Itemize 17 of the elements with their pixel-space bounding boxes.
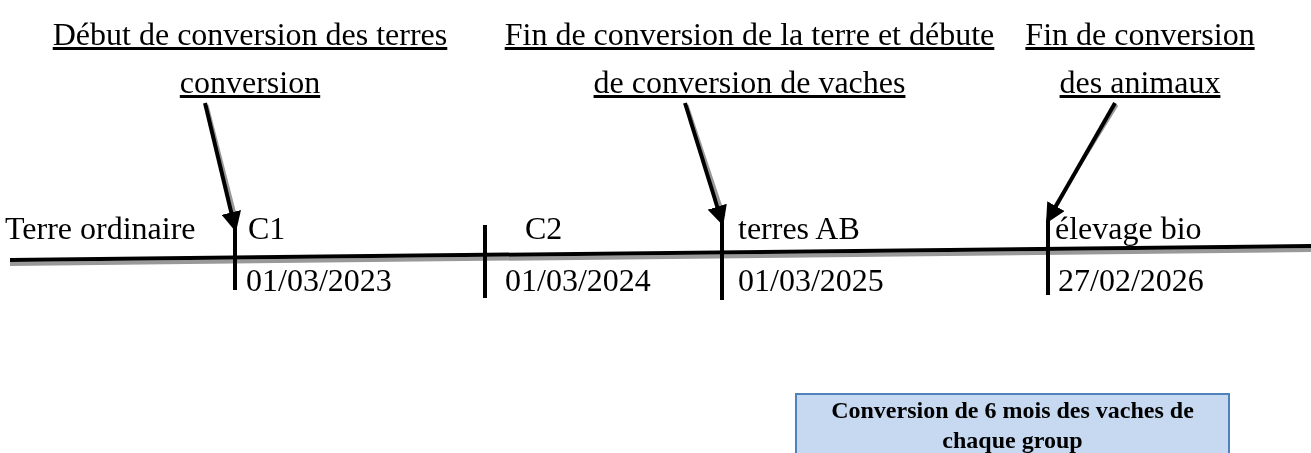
period-label: Terre ordinaire — [5, 210, 196, 246]
period-label: élevage bio — [1055, 210, 1202, 246]
annotation-text: Fin de conversion des animaux — [1015, 10, 1265, 106]
period-label: terres AB — [738, 210, 860, 246]
period-label: C1 — [248, 210, 286, 246]
note-box: Conversion de 6 mois des vaches de chaque group — [795, 393, 1230, 453]
annotation-text: Fin de conversion de la terre et débute de conversion de vaches — [497, 10, 1002, 106]
tick-mark — [483, 225, 487, 298]
tick-mark — [1046, 220, 1050, 295]
annotation-text: Début de conversion des terres conversion — [30, 10, 470, 106]
date-label: 01/03/2024 — [505, 262, 651, 298]
period-label: C2 — [525, 210, 563, 246]
date-label: 01/03/2025 — [738, 262, 884, 298]
tick-mark — [720, 222, 724, 300]
tick-mark — [233, 228, 237, 290]
date-label: 01/03/2023 — [246, 262, 392, 298]
date-label: 27/02/2026 — [1058, 262, 1204, 298]
